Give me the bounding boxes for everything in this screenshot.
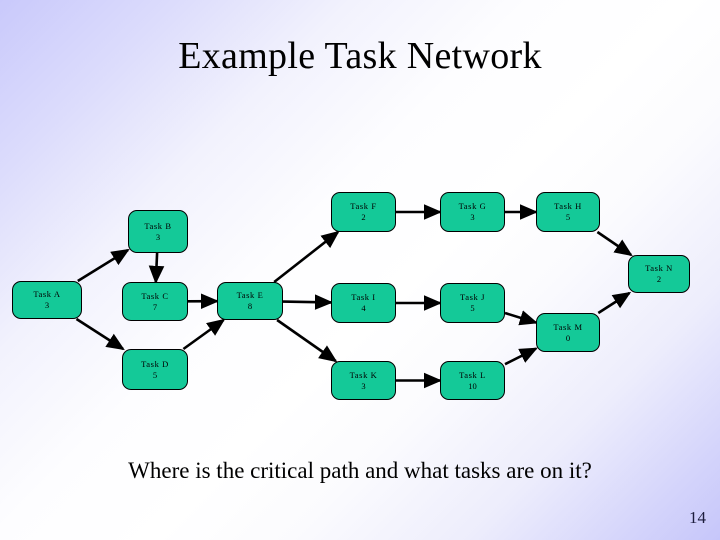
task-node-f-duration: 2 — [361, 212, 366, 222]
task-node-d[interactable]: Task D 5 — [122, 349, 188, 390]
task-node-j-duration: 5 — [470, 303, 475, 313]
task-node-g-label: Task G — [458, 201, 487, 211]
task-node-h-duration: 5 — [565, 212, 571, 222]
task-node-j[interactable]: Task J 5 — [440, 283, 505, 323]
task-node-b-duration: 3 — [155, 231, 161, 242]
task-node-n-duration: 2 — [656, 274, 662, 284]
task-node-i-label: Task I — [351, 292, 376, 302]
task-node-f-label: Task F — [350, 201, 377, 211]
task-node-l-duration: 10 — [468, 380, 477, 391]
task-node-c[interactable]: Task C 7 — [122, 282, 188, 321]
edge-a-to-d — [75, 317, 125, 351]
edge-h-to-n — [596, 230, 633, 257]
edge-a-to-b — [77, 248, 130, 283]
edge-d-to-e — [182, 318, 226, 351]
task-node-d-duration: 5 — [152, 369, 158, 380]
edge-l-to-m — [504, 347, 538, 366]
task-node-f[interactable]: Task F 2 — [331, 192, 396, 232]
edge-j-to-m — [504, 310, 538, 326]
edge-e-to-i — [282, 294, 334, 310]
task-node-k-label: Task K — [349, 369, 378, 380]
task-node-a[interactable]: Task A 3 — [12, 281, 82, 319]
task-node-m-label: Task M — [553, 321, 583, 332]
task-node-g[interactable]: Task G 3 — [440, 192, 505, 232]
task-node-m-duration: 0 — [565, 332, 571, 343]
task-node-k[interactable]: Task K 3 — [331, 361, 396, 400]
task-node-n-label: Task N — [645, 263, 673, 273]
task-node-d-label: Task D — [141, 358, 169, 369]
edge-m-to-n — [597, 291, 632, 315]
edge-e-to-k — [276, 318, 338, 363]
page-title: Example Task Network — [178, 35, 542, 77]
question-text: Where is the critical path and what task… — [128, 458, 592, 483]
task-node-b-label: Task B — [144, 220, 172, 231]
task-node-c-label: Task C — [141, 290, 169, 301]
task-node-h-label: Task H — [554, 201, 582, 211]
task-node-l-label: Task L — [459, 369, 486, 380]
edge-b-to-c — [148, 252, 165, 285]
task-node-e-label: Task E — [236, 290, 264, 300]
task-node-k-duration: 3 — [361, 380, 366, 391]
task-node-a-duration: 3 — [44, 300, 50, 310]
task-node-a-label: Task A — [33, 289, 61, 299]
task-node-c-duration: 7 — [152, 301, 158, 312]
task-node-i[interactable]: Task I 4 — [331, 283, 396, 323]
task-node-l[interactable]: Task L 10 — [440, 361, 505, 400]
task-node-h[interactable]: Task H 5 — [536, 192, 600, 232]
page-number: 14 — [689, 508, 706, 527]
task-node-e-duration: 8 — [247, 301, 253, 311]
task-node-g-duration: 3 — [470, 212, 475, 222]
task-node-i-duration: 4 — [361, 303, 366, 313]
task-node-e[interactable]: Task E 8 — [217, 282, 283, 320]
task-node-n[interactable]: Task N 2 — [628, 255, 690, 293]
task-node-b[interactable]: Task B 3 — [128, 210, 188, 253]
task-node-j-label: Task J — [460, 292, 485, 302]
task-node-m[interactable]: Task M 0 — [536, 313, 600, 352]
edge-e-to-f — [273, 230, 340, 284]
